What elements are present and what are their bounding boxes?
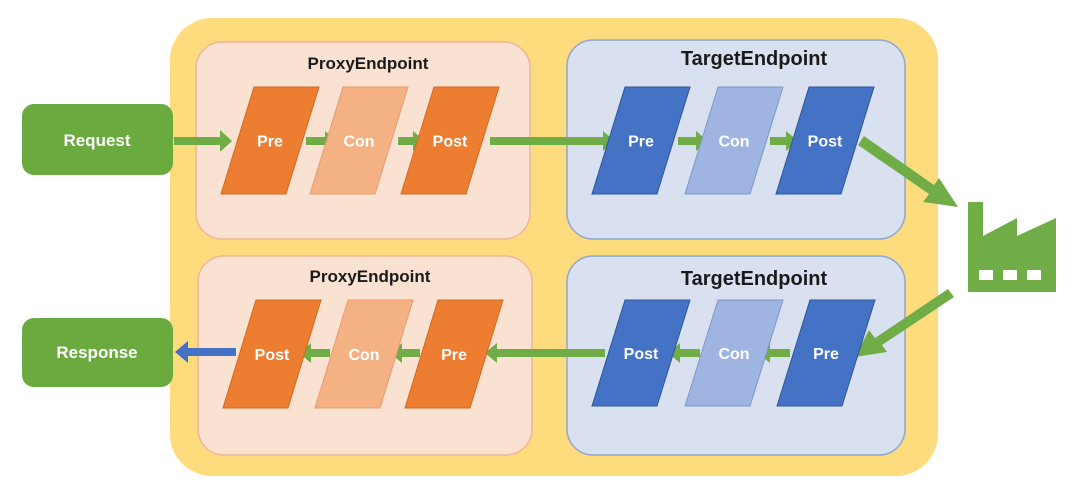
request-proxy-title: ProxyEndpoint xyxy=(308,54,429,73)
request-target-stage-label-con: Con xyxy=(718,134,749,151)
response-proxy-stage-pre xyxy=(404,299,504,409)
request-label: Request xyxy=(63,131,130,150)
request-pill xyxy=(22,104,173,175)
response-target-title: TargetEndpoint xyxy=(681,268,828,290)
arrow-target-to-proxy-response xyxy=(485,343,605,363)
request-target-stage-con xyxy=(684,86,784,195)
response-target-stage-pre xyxy=(776,299,876,407)
response-target-stage-label-pre: Pre xyxy=(813,346,839,363)
arrow-target-con-to-post-response xyxy=(668,343,700,363)
request-proxy-stage-pre xyxy=(220,86,320,195)
response-proxy-stage-label-pre: Pre xyxy=(441,347,467,364)
response-label: Response xyxy=(56,343,137,362)
factory-icon xyxy=(968,202,1056,292)
response-proxy-stage-label-post: Post xyxy=(255,347,290,364)
request-target-stage-post xyxy=(775,86,875,195)
response-target-stage-post xyxy=(591,299,691,407)
response-proxy-stage-post xyxy=(222,299,322,409)
request-proxy-stage-label-con: Con xyxy=(343,134,374,151)
request-proxy-stage-label-post: Post xyxy=(433,134,468,151)
request-proxy-stage-label-pre: Pre xyxy=(257,134,283,151)
response-target-stage-label-post: Post xyxy=(624,346,659,363)
arrow-to-backend xyxy=(858,136,958,207)
response-proxy-stage-label-con: Con xyxy=(348,347,379,364)
response-proxy-stage-con xyxy=(314,299,414,409)
response-proxy-title: ProxyEndpoint xyxy=(310,267,431,286)
request-proxy-stage-post xyxy=(400,86,500,195)
response-pill xyxy=(22,318,173,387)
response-target-stage-con xyxy=(684,299,784,407)
response-target-stage-label-con: Con xyxy=(718,346,749,363)
request-target-title: TargetEndpoint xyxy=(681,48,828,70)
arrow-from-backend xyxy=(855,289,954,357)
request-proxy-stage-con xyxy=(309,86,409,195)
arrow-request-to-pre xyxy=(174,130,232,152)
arrow-to-response xyxy=(175,341,236,363)
request-target-stage-pre xyxy=(591,86,691,195)
request-target-stage-label-pre: Pre xyxy=(628,134,654,151)
request-target-stage-label-post: Post xyxy=(808,134,843,151)
arrow-proxy-to-target xyxy=(490,131,615,151)
